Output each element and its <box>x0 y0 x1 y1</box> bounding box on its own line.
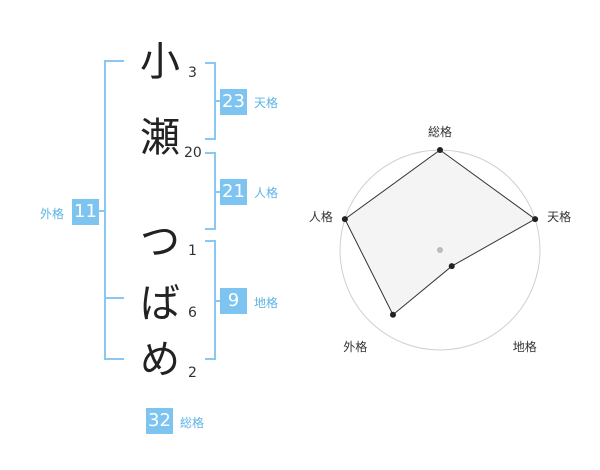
radar-axis-label-0: 総格 <box>428 124 452 139</box>
radar-point-4 <box>341 216 348 223</box>
soukaku-score: 32 <box>146 408 173 434</box>
stroke-count-me: 2 <box>188 365 197 381</box>
name-char-me: め <box>140 337 180 383</box>
radar-axis-label-3: 外格 <box>343 339 367 354</box>
tenkaku-connector <box>214 100 222 102</box>
name-char-tsu: つ <box>140 219 180 265</box>
tenkaku-label: 天格 <box>254 96 279 110</box>
radar-center-dot <box>437 247 443 253</box>
jinkaku-connector <box>214 191 222 193</box>
radar-data-area <box>344 149 537 316</box>
name-char-ba: ば <box>140 281 180 327</box>
stroke-count-se: 20 <box>184 145 202 161</box>
radar-point-2 <box>448 263 455 270</box>
stroke-count-tsu: 1 <box>188 243 197 259</box>
stroke-count-ko: 3 <box>188 65 197 81</box>
radar-axis-label-2: 地格 <box>513 339 537 354</box>
radar-data-points <box>341 147 539 318</box>
gaikaku-score: 11 <box>72 199 99 225</box>
radar-point-1 <box>532 216 539 223</box>
gaikaku-label: 外格 <box>40 207 65 221</box>
chikaku-score: 9 <box>220 288 247 314</box>
name-char-ko: 小 <box>140 39 180 85</box>
name-char-se: 瀬 <box>140 115 180 161</box>
gaikaku-divider-tick <box>104 297 124 299</box>
stroke-count-ba: 6 <box>188 305 197 321</box>
radar-point-0 <box>437 147 443 153</box>
radar-point-3 <box>389 311 396 318</box>
jinkaku-label: 人格 <box>254 186 279 200</box>
radar-axis-label-1: 天格 <box>547 209 571 224</box>
jinkaku-score: 21 <box>220 179 247 205</box>
chikaku-label: 地格 <box>254 296 279 310</box>
gaikaku-connector <box>96 210 106 212</box>
chikaku-connector <box>214 300 222 302</box>
soukaku-label: 総格 <box>180 416 205 430</box>
radar-axis-label-4: 人格 <box>309 209 333 224</box>
tenkaku-score: 23 <box>220 89 247 115</box>
gaikaku-bracket <box>104 60 124 360</box>
